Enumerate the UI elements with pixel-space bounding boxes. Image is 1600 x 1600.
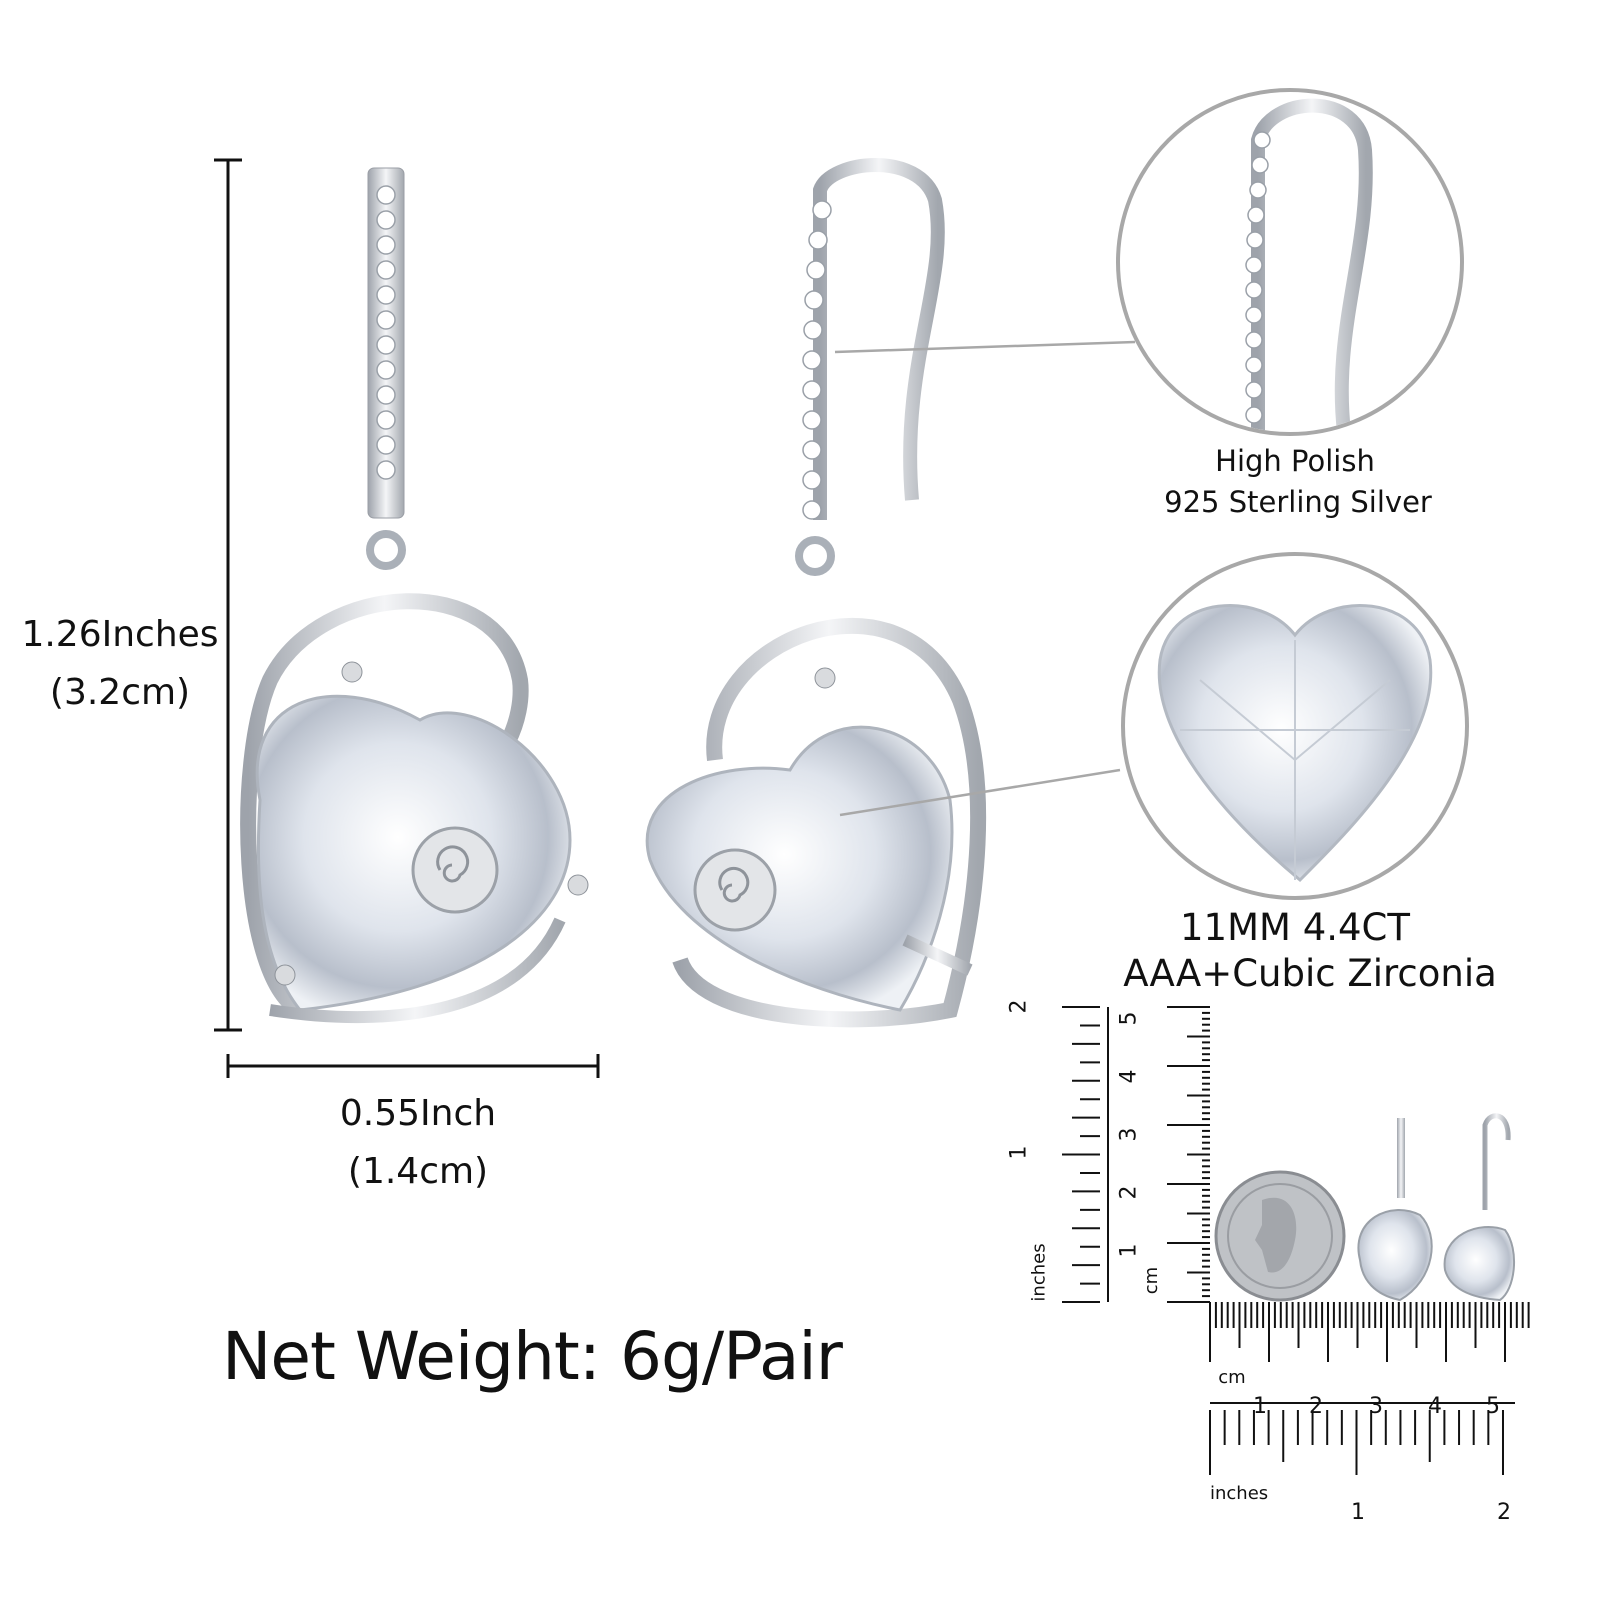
- vertical-cm-tick-2: 2: [1116, 1185, 1142, 1200]
- vertical-cm-unit: cm: [1141, 1266, 1163, 1295]
- horizontal-cm-tick-5: 5: [1486, 1394, 1500, 1419]
- horizontal-cm-tick-3: 3: [1369, 1394, 1383, 1419]
- earring-front-view: [240, 167, 589, 1024]
- width-cm-label: (1.4cm): [347, 1151, 489, 1192]
- vertical-inch-tick-2: 2: [1006, 999, 1032, 1014]
- mini-earrings: [1357, 1113, 1516, 1302]
- height-inches-label: 1.26Inches: [21, 614, 219, 655]
- vertical-cm-tick-5: 5: [1116, 1011, 1142, 1026]
- height-cm-label: (3.2cm): [49, 672, 191, 713]
- width-dimension-line: [226, 1054, 600, 1078]
- vertical-cm-tick-3: 3: [1116, 1127, 1142, 1142]
- vertical-inch-unit: inches: [1028, 1243, 1050, 1302]
- scale-rulers: [1062, 1006, 1530, 1475]
- horizontal-inch-unit: inches: [1210, 1483, 1269, 1504]
- stone-callout-line1: 11MM 4.4CT: [1180, 906, 1410, 949]
- hook-callout-line2: 925 Sterling Silver: [1164, 485, 1432, 519]
- vertical-inch-tick-1: 1: [1006, 1145, 1032, 1160]
- quarter-coin: [1214, 1170, 1346, 1302]
- hook-detail-callout: [834, 88, 1464, 436]
- stone-callout-line2: AAA+Cubic Zirconia: [1123, 952, 1497, 995]
- net-weight-text: Net Weight: 6g/Pair: [222, 1318, 843, 1395]
- width-inches-label: 0.55Inch: [339, 1093, 497, 1134]
- height-dimension-line: [214, 158, 242, 1032]
- vertical-cm-tick-1: 1: [1116, 1243, 1142, 1258]
- horizontal-cm-tick-4: 4: [1428, 1394, 1442, 1419]
- horizontal-cm-tick-2: 2: [1309, 1394, 1323, 1419]
- stone-detail-callout: [839, 552, 1469, 900]
- horizontal-cm-tick-1: 1: [1253, 1394, 1267, 1419]
- horizontal-cm-unit: cm: [1218, 1367, 1246, 1388]
- earring-side-view: [645, 158, 987, 1028]
- hook-callout-line1: High Polish: [1215, 444, 1375, 478]
- horizontal-inch-tick-2: 2: [1497, 1500, 1511, 1525]
- vertical-cm-tick-4: 4: [1116, 1069, 1142, 1084]
- horizontal-inch-tick-1: 1: [1351, 1500, 1365, 1525]
